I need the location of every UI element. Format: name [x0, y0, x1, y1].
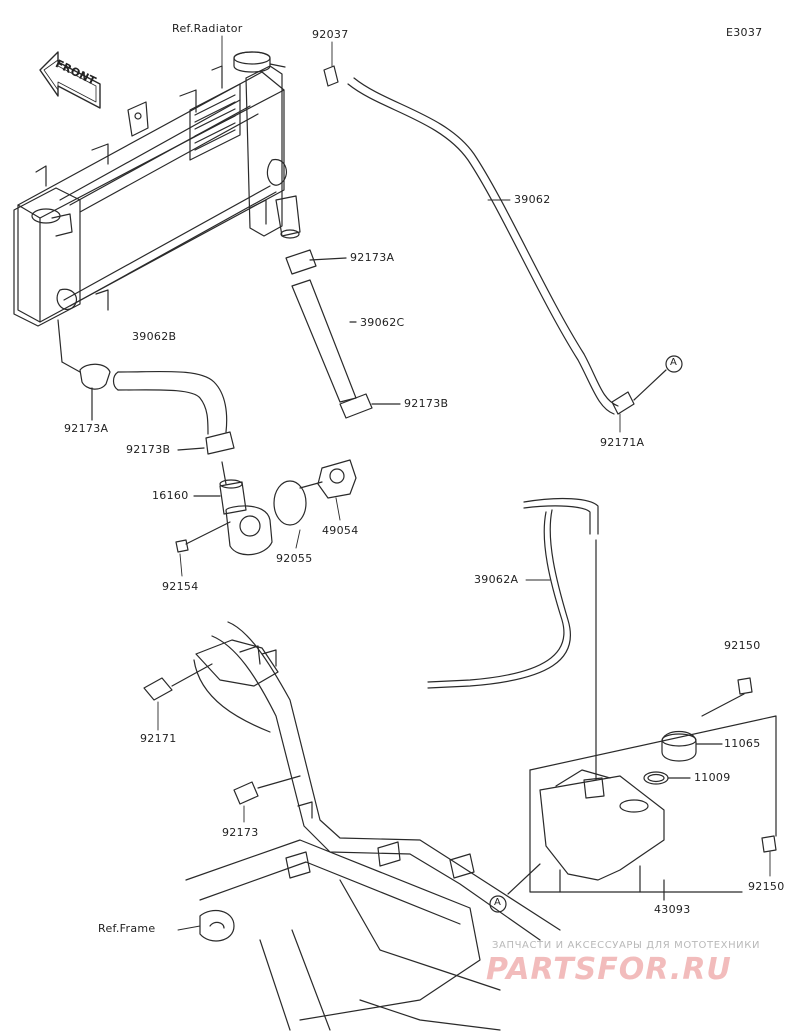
hose-39062B	[57, 319, 235, 455]
clamp-92173	[233, 775, 301, 805]
label-92173B-right: 92173B	[404, 397, 449, 410]
reserve-tank-43093	[489, 715, 777, 913]
seal-11009	[643, 771, 691, 785]
label-92171: 92171	[140, 732, 177, 745]
frame-drawing	[185, 621, 561, 1031]
label-49054: 49054	[322, 524, 359, 537]
label-ref-frame: Ref.Frame	[98, 922, 156, 935]
label-92037: 92037	[312, 28, 349, 41]
label-39062: 39062	[514, 193, 551, 206]
radiator-drawing	[13, 51, 301, 327]
clamp-92171A	[611, 355, 683, 415]
label-92154: 92154	[162, 580, 199, 593]
label-39062A: 39062A	[474, 573, 519, 586]
hose-39062	[323, 65, 619, 415]
label-11065: 11065	[724, 737, 761, 750]
label-92055: 92055	[276, 552, 313, 565]
ref-marker-bottom: A	[494, 897, 502, 908]
label-92173A-top: 92173A	[350, 251, 395, 264]
label-16160: 16160	[152, 489, 189, 502]
label-43093: 43093	[654, 903, 691, 916]
watermark-tagline: ЗАПЧАСТИ И АКСЕССУАРЫ ДЛЯ МОТОТЕХНИКИ	[492, 940, 761, 951]
label-92173B-left: 92173B	[126, 443, 171, 456]
clamp-92171	[143, 663, 213, 701]
label-39062C: 39062C	[360, 316, 405, 329]
label-92173A-left: 92173A	[64, 422, 109, 435]
label-92173: 92173	[222, 826, 259, 839]
bolt-92150-bottom	[761, 835, 777, 853]
diagram-code: E3037	[726, 26, 763, 39]
bolt-92150-top	[701, 677, 753, 717]
label-92171A: 92171A	[600, 436, 645, 449]
bolt-92154	[175, 521, 231, 553]
watermark-logo: PARTSFOR.RU	[486, 952, 732, 987]
label-39062B: 39062B	[132, 330, 177, 343]
leader-lines	[157, 35, 771, 931]
label-11009: 11009	[694, 771, 731, 784]
oring-92055	[273, 480, 307, 526]
ref-marker-top: A	[670, 357, 678, 368]
cap-11065	[661, 730, 723, 762]
label-92150-top: 92150	[724, 639, 761, 652]
label-ref-radiator: Ref.Radiator	[172, 22, 243, 35]
housing-16160	[193, 461, 273, 556]
hose-39062A	[427, 497, 599, 781]
label-92150-bottom: 92150	[748, 880, 785, 893]
ref-marker-circle-bottom	[489, 895, 507, 913]
hose-39062C	[285, 249, 401, 419]
thermostat-49054	[299, 459, 357, 499]
front-arrow-icon	[39, 51, 101, 109]
ref-marker-circle-top	[665, 355, 683, 373]
